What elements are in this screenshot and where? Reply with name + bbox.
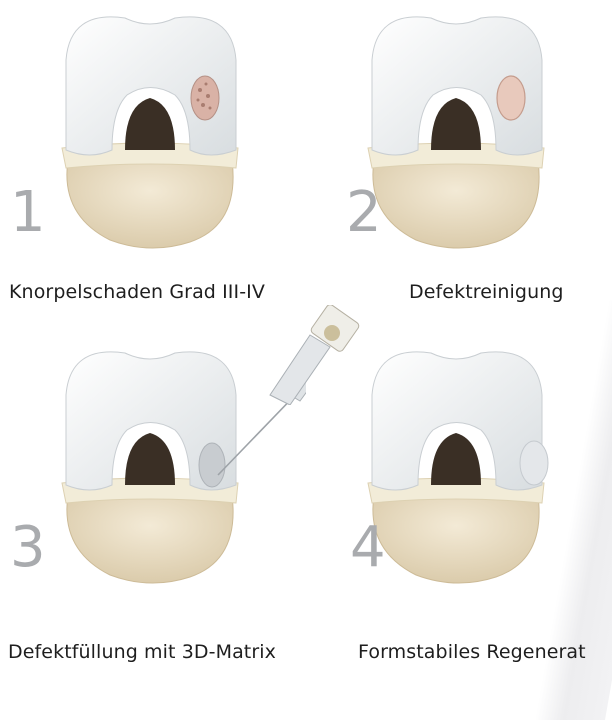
defect-filling [199, 443, 225, 487]
knee-illustration [0, 0, 306, 260]
step-number: 2 [346, 185, 382, 241]
step-caption: Defektreinigung [409, 281, 564, 303]
step-panel-4: 4 Formstabiles Regenerat [306, 335, 612, 670]
step-number: 1 [10, 185, 46, 241]
step-panel-1: 1 Knorpelschaden Grad III-IV [0, 0, 306, 335]
defect-damaged [191, 76, 219, 120]
defect-regenerate [520, 441, 548, 485]
step-panel-2: 2 Defektreinigung [306, 0, 612, 335]
defect-cleaned [497, 76, 525, 120]
step-panel-3: 3 Defektfüllung mit 3D-Matrix [0, 335, 306, 670]
step-number: 4 [350, 520, 386, 576]
step-caption: Formstabiles Regenerat [358, 641, 586, 663]
step-caption: Knorpelschaden Grad III-IV [9, 281, 265, 303]
step-number: 3 [10, 520, 46, 576]
step-caption: Defektfüllung mit 3D-Matrix [8, 641, 276, 663]
